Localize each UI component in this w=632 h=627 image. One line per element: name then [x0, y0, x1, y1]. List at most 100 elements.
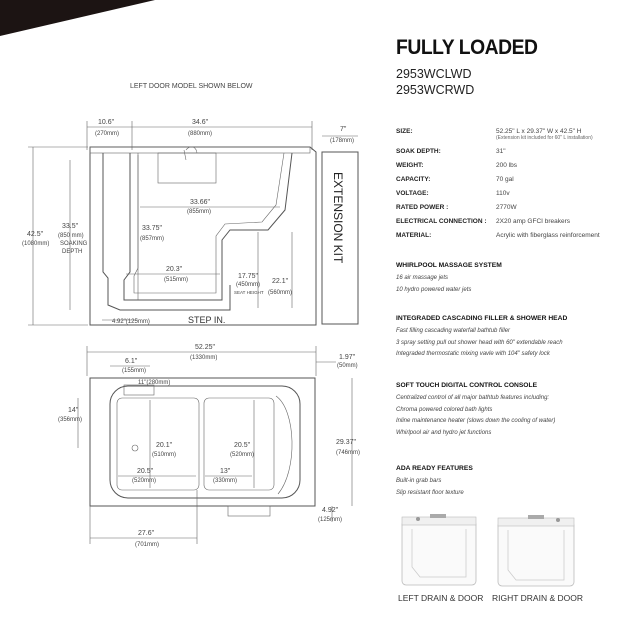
spec-value: 2X20 amp GFCI breakers — [496, 218, 571, 225]
feature-item: 10 hydro powered water jets — [396, 286, 472, 293]
dim-bottom: 27.6" — [138, 530, 155, 537]
dim-inner-h-mm: (857mm) — [140, 236, 164, 242]
dim-inner-h: 33.75" — [142, 225, 163, 232]
spec-value: Acrylic with fiberglass reinforcement — [496, 232, 600, 239]
spec-value: 110v — [496, 190, 510, 197]
top-view: 52.25" (1330mm) 1.97" (50mm) 6.1" (155mm… — [58, 344, 360, 548]
dim-a-mm: (155mm) — [122, 368, 146, 374]
dim-d2-mm: (520mm) — [132, 478, 156, 484]
dim-soak-label2: DEPTH — [62, 249, 82, 255]
model-number-right: 2953WCRWD — [396, 83, 475, 97]
spec-key: RATED POWER : — [396, 204, 449, 211]
side-view: 10.6" (270mm) 34.6" (880mm) 7" (178mm) E… — [22, 119, 359, 326]
corner-accent — [0, 0, 155, 36]
spec-value-text: 52.25" L x 29.37" W x 42.5" H — [496, 128, 582, 135]
caption-left-drain: LEFT DRAIN & DOOR — [398, 593, 484, 603]
dim-r: 22.1" — [272, 278, 289, 285]
dim-height-mm: (1080mm) — [22, 241, 49, 247]
dim-step: 4.92"(125mm) — [112, 319, 150, 325]
spec-key: MATERIAL: — [396, 232, 432, 239]
dim-inner-w-mm: (855mm) — [187, 209, 211, 215]
dim-b: 11"(280mm) — [138, 380, 170, 386]
dim-height: 42.5" — [27, 231, 44, 238]
spec-key: SIZE: — [396, 128, 413, 135]
section-filler: INTEGRADED CASCADING FILLER & SHOWER HEA… — [396, 315, 628, 363]
dim-overall: 52.25" — [195, 344, 216, 351]
dim-a: 6.1" — [125, 358, 138, 365]
feature-item: Built-in grab bars — [396, 478, 442, 484]
dim-step-top-mm: (125mm) — [318, 517, 342, 523]
corner-triangle — [0, 0, 155, 36]
extension-kit-label: EXTENSION KIT — [331, 172, 345, 264]
extension-kit-panel — [321, 151, 359, 325]
spec-key: WEIGHT: — [396, 162, 424, 169]
dim-d1-mm: (510mm) — [152, 452, 176, 458]
spec-value: 2770W — [496, 204, 517, 211]
model-number-left: 2953WCLWD — [396, 67, 472, 81]
dim-seat-h-mm: (450mm) — [236, 282, 260, 288]
dim-d4: 13" — [220, 468, 231, 475]
right-drain-tub-image — [497, 515, 575, 587]
caption-right-drain: RIGHT DRAIN & DOOR — [492, 593, 583, 603]
dim-seat-label: SEAT HEIGHT — [234, 290, 264, 295]
section-title: INTEGRADED CASCADING FILLER & SHOWER HEA… — [396, 315, 568, 322]
dim-depth: 29.37" — [336, 439, 357, 446]
dim-seat-h: 17.75" — [238, 273, 259, 280]
dim-top-left-mm: (270mm) — [95, 131, 119, 137]
drawing-caption: LEFT DOOR MODEL SHOWN BELOW — [130, 83, 253, 90]
dim-d4-mm: (330mm) — [213, 478, 237, 484]
feature-item: Centralized control of all major bathtub… — [396, 395, 550, 401]
page-title: FULLY LOADED — [396, 36, 538, 59]
spec-value: 70 gal — [496, 176, 514, 183]
dim-top-right-mm: (880mm) — [188, 131, 212, 137]
section-title: WHIRLPOOL MASSAGE SYSTEM — [396, 262, 502, 269]
dim-soak: 33.5" — [62, 223, 79, 230]
spec-note: (Extension kit included for 60" L instal… — [496, 135, 593, 141]
spec-key: ELECTRICAL CONNECTION : — [396, 218, 487, 225]
section-title: ADA READY FEATURES — [396, 465, 473, 472]
left-drain-tub-image — [401, 514, 477, 586]
feature-item: Inline maintenance heater (slows down th… — [396, 418, 556, 424]
dim-soak-mm: (850 mm) — [58, 233, 84, 239]
dim-seat-w-mm: (515mm) — [164, 277, 188, 283]
dim-step-top: 4.92" — [322, 507, 339, 514]
feature-item: 16 air massage jets — [396, 275, 449, 281]
dim-d1: 20.1" — [156, 442, 173, 449]
feature-item: Slip resistant floor texture — [396, 489, 464, 496]
feature-item: Whirlpool air and hydro jet functions — [396, 429, 492, 436]
dim-top-right: 34.6" — [192, 119, 209, 126]
dim-ext: 7" — [340, 126, 347, 133]
dim-depth-mm: (746mm) — [336, 450, 360, 456]
section-title: SOFT TOUCH DIGITAL CONTROL CONSOLE — [396, 382, 538, 389]
spec-key: SOAK DEPTH: — [396, 148, 441, 155]
dim-d2: 20.5" — [137, 468, 154, 475]
dim-r-mm: (560mm) — [268, 290, 292, 296]
section-whirlpool: WHIRLPOOL MASSAGE SYSTEM 16 air massage … — [396, 262, 628, 298]
dim-left: 14" — [68, 407, 79, 414]
feature-item: Chroma powered colored bath lights — [396, 406, 493, 413]
dim-ext-top-mm: (50mm) — [337, 363, 358, 369]
section-ada: ADA READY FEATURES Built-in grab bars Sl… — [396, 465, 628, 501]
dim-top-left: 10.6" — [98, 119, 115, 126]
dim-overall-mm: (1330mm) — [190, 355, 217, 361]
dim-bottom-mm: (701mm) — [135, 542, 159, 548]
feature-item: Fast filling cascading waterfall bathtub… — [396, 328, 511, 334]
step-label: STEP IN. — [188, 315, 225, 325]
spec-panel: FULLY LOADED 2953WCLWD 2953WCRWD SIZE: 5… — [396, 36, 626, 496]
feature-item: 3 spray setting pull out shower head wit… — [396, 339, 563, 346]
feature-item: Integraded thermostatic mixing vavle wit… — [396, 351, 550, 357]
spec-value: 200 lbs — [496, 162, 517, 169]
dim-soak-label1: SOAKING — [60, 241, 88, 247]
section-console: SOFT TOUCH DIGITAL CONTROL CONSOLE Centr… — [396, 382, 628, 441]
spec-value: 31" — [496, 148, 506, 155]
dim-ext-top: 1.97" — [339, 354, 356, 361]
dim-ext-mm: (178mm) — [330, 138, 354, 144]
technical-drawing: LEFT DOOR MODEL SHOWN BELOW 10.6" (270mm… — [22, 83, 360, 548]
dim-inner-w: 33.66" — [190, 199, 211, 206]
spec-key: CAPACITY: — [396, 176, 431, 183]
dim-seat-w: 20.3" — [166, 266, 183, 273]
spec-key: VOLTAGE: — [396, 190, 429, 197]
dim-left-mm: (356mm) — [58, 417, 82, 423]
dim-d3: 20.5" — [234, 442, 251, 449]
dim-d3-mm: (520mm) — [230, 452, 254, 458]
